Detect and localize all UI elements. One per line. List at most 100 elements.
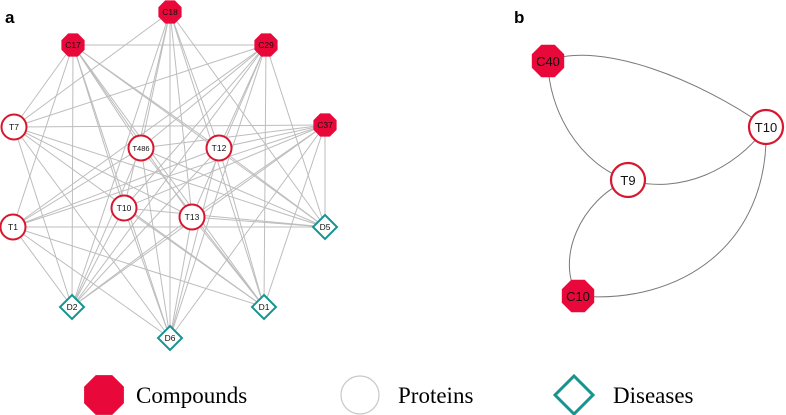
- disease-shape: [250, 293, 278, 321]
- protein-shape: [747, 108, 785, 146]
- edge-T7-D6: [13, 126, 171, 339]
- protein-shape: [178, 203, 206, 231]
- node-T9[interactable]: T9: [609, 161, 647, 199]
- edge-T13-D5: [191, 216, 326, 228]
- panel-a-letter: a: [5, 8, 15, 27]
- edge-C17-T7: [13, 44, 74, 128]
- edge-T1-D2: [12, 226, 73, 308]
- node-C17[interactable]: C17: [61, 33, 85, 57]
- node-D5[interactable]: D5: [311, 213, 339, 241]
- edge-T1-D6: [12, 226, 171, 339]
- edge-T7-D5: [13, 126, 326, 228]
- node-T1[interactable]: T1: [0, 213, 27, 241]
- node-T7[interactable]: T7: [0, 113, 28, 141]
- panel-b-edges: [547, 54, 767, 298]
- edge-C29-D1: [263, 44, 267, 308]
- edge-T10-D2: [71, 207, 125, 308]
- node-label: T1: [8, 222, 18, 232]
- disease-shape: [156, 324, 184, 352]
- node-label: C18: [162, 7, 178, 17]
- edge-C18-T7: [13, 11, 171, 128]
- legend-protein-icon: [340, 375, 380, 415]
- node-label: T7: [9, 122, 19, 132]
- edge-C40-T9: [547, 60, 629, 181]
- edge-T10-D6: [123, 207, 171, 339]
- node-T486[interactable]: T486: [127, 134, 155, 162]
- edge-T1-D1: [12, 226, 265, 308]
- edge-C37-T12: [218, 124, 326, 149]
- compound-shape: [254, 33, 278, 57]
- node-D2[interactable]: D2: [58, 293, 86, 321]
- edge-T10-D1: [123, 207, 265, 308]
- protein-shape: [0, 213, 27, 241]
- edge-C29-T486: [140, 44, 267, 149]
- node-T12[interactable]: T12: [205, 134, 233, 162]
- node-T10[interactable]: T10: [747, 108, 785, 146]
- edge-T12-D6: [169, 147, 220, 339]
- legend-compound-icon: [84, 375, 124, 415]
- edge-T12-D5: [218, 147, 326, 228]
- node-C18[interactable]: C18: [158, 0, 182, 24]
- node-T13[interactable]: T13: [178, 203, 206, 231]
- protein-shape: [205, 134, 233, 162]
- node-label: C29: [258, 40, 274, 50]
- edge-T9-C10: [568, 179, 629, 297]
- node-label: T10: [117, 203, 132, 213]
- node-D1[interactable]: D1: [250, 293, 278, 321]
- edge-T10-D5: [123, 207, 326, 228]
- disease-shape: [58, 293, 86, 321]
- legend-disease-icon: [552, 373, 596, 415]
- legend-label: Diseases: [613, 383, 694, 408]
- edge-C18-D5: [169, 11, 326, 228]
- edge-C29-T10: [123, 44, 267, 209]
- legend-item-disease: Diseases: [552, 373, 694, 415]
- edge-T12-T1: [12, 147, 220, 228]
- edge-C18-D2: [71, 11, 171, 308]
- panel-a-edges: [12, 11, 326, 339]
- node-label: D2: [67, 302, 78, 312]
- edge-T7-C37: [13, 124, 326, 128]
- compound-shape: [61, 33, 85, 57]
- legend-item-protein: Proteins: [340, 375, 473, 415]
- edge-C40-T10: [547, 54, 767, 128]
- protein-shape: [0, 113, 28, 141]
- edge-T486-D6: [140, 147, 171, 339]
- node-label: T10: [755, 120, 777, 135]
- edge-T9-T10: [627, 126, 767, 185]
- node-D6[interactable]: D6: [156, 324, 184, 352]
- node-C10[interactable]: C10: [561, 279, 595, 313]
- protein-shape: [609, 161, 647, 199]
- node-label: T486: [132, 144, 149, 153]
- node-T10[interactable]: T10: [110, 194, 138, 222]
- node-C37[interactable]: C37: [313, 113, 337, 137]
- node-C29[interactable]: C29: [254, 33, 278, 57]
- protein-shape: [110, 194, 138, 222]
- compound-shape: [313, 113, 337, 137]
- edge-C10-T10: [577, 126, 767, 298]
- compound-shape: [561, 279, 595, 313]
- legend: Compounds Proteins Diseases: [84, 373, 694, 415]
- edge-C17-D2: [71, 44, 74, 308]
- protein-shape: [127, 134, 155, 162]
- disease-shape: [311, 213, 339, 241]
- edge-C37-D1: [263, 124, 326, 308]
- legend-item-compound: Compounds: [84, 375, 247, 415]
- node-label: D5: [320, 222, 331, 232]
- node-label: C40: [536, 54, 560, 69]
- edge-C37-T1: [12, 124, 326, 228]
- edge-T486-T1: [12, 147, 142, 228]
- node-C40[interactable]: C40: [531, 44, 565, 78]
- edge-T13-D2: [71, 216, 193, 308]
- node-label: C10: [566, 289, 590, 304]
- edge-T13-D6: [169, 216, 193, 339]
- node-label: D6: [165, 333, 176, 343]
- edge-T7-D2: [13, 126, 73, 308]
- compound-shape: [531, 44, 565, 78]
- edge-C29-D5: [265, 44, 326, 228]
- edge-C29-D6: [169, 44, 267, 339]
- edge-T13-D1: [191, 216, 265, 308]
